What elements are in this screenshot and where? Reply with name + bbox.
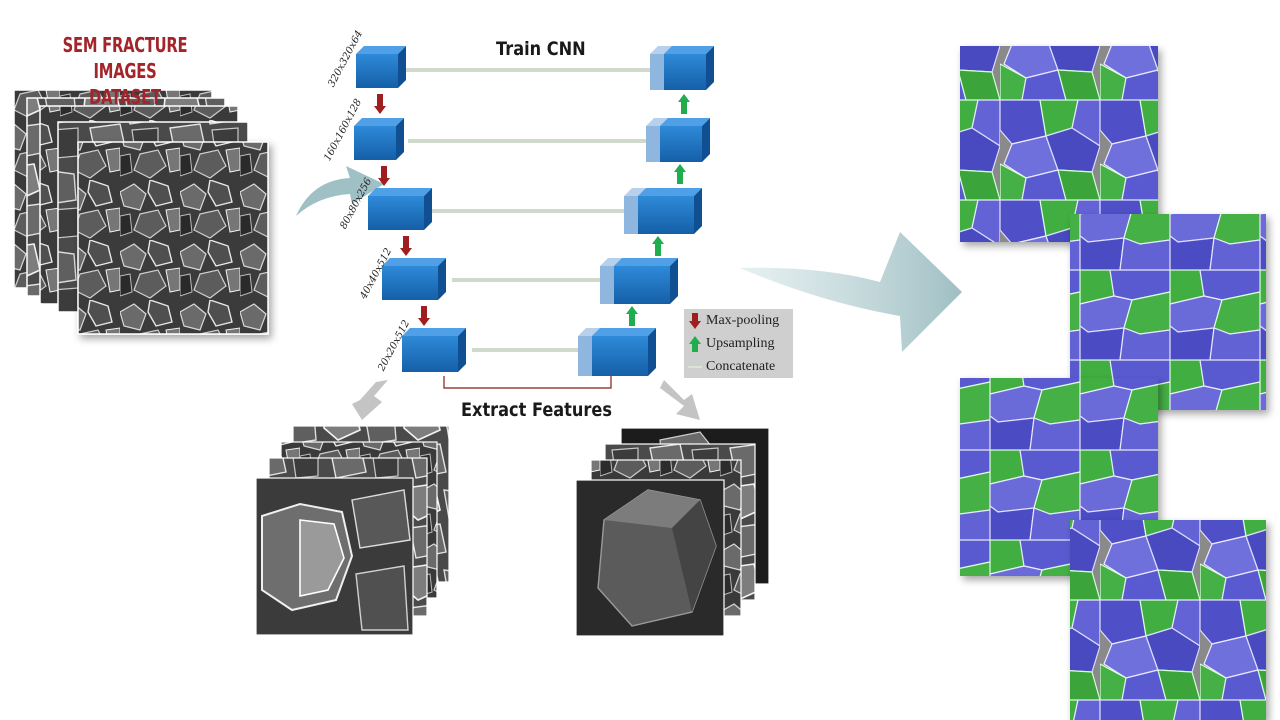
concatenate-line-icon bbox=[684, 356, 706, 378]
skip-connection-2 bbox=[408, 139, 646, 143]
upsample-arrow-4 bbox=[626, 306, 638, 326]
segmentation-results bbox=[960, 46, 1266, 720]
maxpool-arrow-4 bbox=[418, 306, 430, 326]
maxpool-arrow-3 bbox=[400, 236, 412, 256]
skip-connection-4 bbox=[452, 278, 600, 282]
encoder-block-1-slab-3 bbox=[384, 46, 406, 88]
decoder-block-5-slab-5 bbox=[634, 328, 656, 376]
feature-map-stack-right bbox=[575, 427, 770, 637]
decoder-block-1-slab-4 bbox=[692, 46, 714, 90]
legend-label: Upsampling bbox=[706, 336, 775, 351]
skip-connection-1 bbox=[406, 68, 650, 72]
output-flow-arrow bbox=[740, 232, 962, 352]
input-flow-arrow bbox=[296, 166, 384, 216]
segmented-image-1 bbox=[960, 46, 1158, 242]
feature-arrow-right bbox=[660, 380, 700, 420]
encoder-block-3-slab-4 bbox=[410, 188, 432, 230]
decoder-block-2-slab-4 bbox=[688, 118, 710, 162]
dataset-title-line-1: SEM FRACTURE IMAGES bbox=[62, 33, 188, 83]
up-arrow-icon bbox=[684, 333, 706, 355]
extract-features-label: Extract Features bbox=[461, 399, 612, 421]
legend-label: Max-pooling bbox=[706, 313, 780, 328]
legend-item-max-pooling: Max-pooling bbox=[684, 310, 793, 332]
decoder-block-4-slab-5 bbox=[656, 258, 678, 304]
feature-map-stack-left bbox=[255, 425, 450, 636]
feature-arrow-left bbox=[352, 380, 388, 420]
dataset-title: SEM FRACTURE IMAGES DATASET bbox=[39, 32, 211, 110]
bottleneck-bracket bbox=[443, 376, 612, 389]
encoder-block-2-slab-3 bbox=[382, 118, 404, 160]
segmented-image-4 bbox=[1070, 520, 1266, 720]
sem-dataset-stack bbox=[13, 89, 269, 335]
legend-item-upsampling: Upsampling bbox=[684, 333, 793, 355]
down-arrow-icon bbox=[684, 310, 706, 332]
encoder-block-5-slab-4 bbox=[444, 328, 466, 372]
upsample-arrow-2 bbox=[674, 164, 686, 184]
train-cnn-label: Train CNN bbox=[496, 38, 586, 60]
maxpool-arrow-2 bbox=[378, 166, 390, 186]
segmented-image-2 bbox=[1070, 214, 1266, 410]
encoder-block-4-slab-4 bbox=[424, 258, 446, 300]
upsample-arrow-3 bbox=[652, 236, 664, 256]
upsample-arrow-1 bbox=[678, 94, 690, 114]
maxpool-arrow-1 bbox=[374, 94, 386, 114]
legend-item-concatenate: Concatenate bbox=[684, 356, 793, 378]
legend: Max-pooling Upsampling Concatenate bbox=[684, 309, 793, 378]
skip-connection-3 bbox=[432, 209, 624, 213]
decoder-block-3-slab-5 bbox=[680, 188, 702, 234]
dataset-title-line-2: DATASET bbox=[89, 85, 161, 109]
skip-connection-5 bbox=[472, 348, 578, 352]
unet-architecture bbox=[354, 46, 714, 376]
legend-label: Concatenate bbox=[706, 359, 776, 374]
